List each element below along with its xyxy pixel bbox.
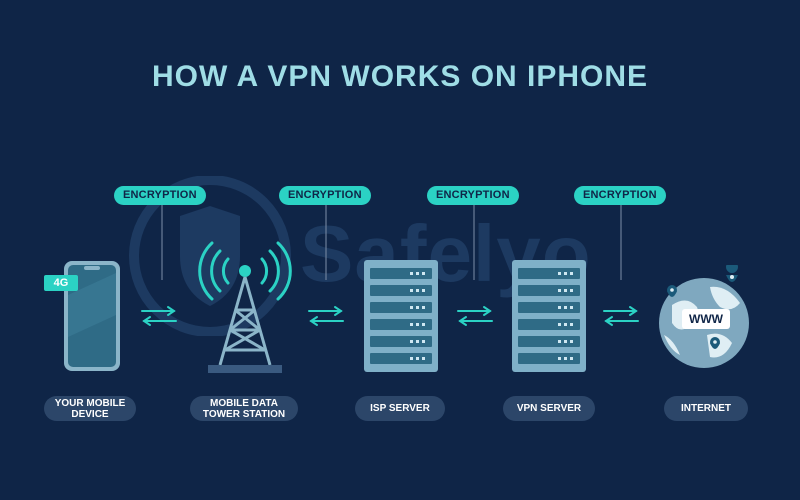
node-label-internet: INTERNET [664, 396, 748, 421]
bidirectional-arrows-icon [141, 306, 177, 326]
encryption-badge-3: ENCRYPTION [427, 186, 519, 205]
node-label-line: ISP SERVER [370, 403, 430, 414]
smartphone-icon [64, 261, 120, 371]
node-label-isp-server: ISP SERVER [355, 396, 445, 421]
phone-network-badge: 4G [44, 275, 78, 291]
encryption-badge-2: ENCRYPTION [279, 186, 371, 205]
bidirectional-arrows-icon [603, 306, 639, 326]
bidirectional-arrows-icon [457, 306, 493, 326]
node-label-line: YOUR MOBILE [54, 397, 126, 409]
map-pin-icon [726, 265, 738, 282]
node-label-line: DEVICE [71, 408, 109, 420]
page-title: HOW A VPN WORKS ON IPHONE [151, 60, 649, 93]
node-label-line: MOBILE DATA [210, 397, 278, 409]
globe-icon [659, 265, 749, 368]
encryption-badge-4: ENCRYPTION [574, 186, 666, 205]
server-rack-icon [364, 260, 438, 372]
node-label-vpn-server: VPN SERVER [503, 396, 595, 421]
globe-www-badge: WWW [689, 312, 723, 326]
encryption-badge-1: ENCRYPTION [114, 186, 206, 205]
radio-tower-icon [198, 241, 292, 373]
node-label-line: TOWER STATION [202, 408, 286, 420]
node-label-line: INTERNET [681, 403, 731, 414]
server-rack-icon [512, 260, 586, 372]
map-pin-icon [667, 285, 677, 297]
map-pin-icon [710, 337, 720, 349]
bidirectional-arrows-icon [308, 306, 344, 326]
node-label-line: VPN SERVER [516, 403, 582, 414]
